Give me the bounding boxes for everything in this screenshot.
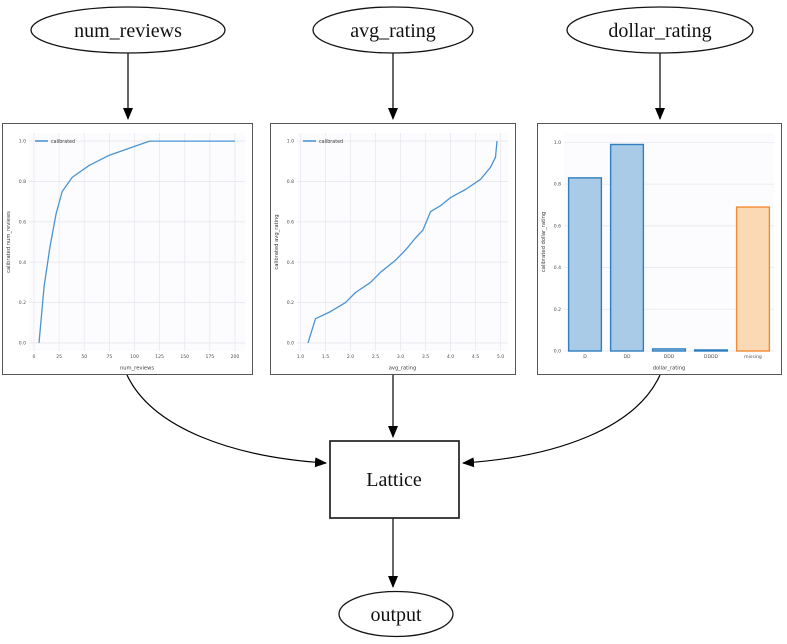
y-tick-label: 0.2 (19, 300, 26, 306)
x-tick-label: D (583, 354, 587, 360)
x-tick-label: 75 (106, 354, 112, 360)
num-reviews-calibration-chart: 0.0 0.2 0.4 0.6 0.8 1.0 0 25 50 75 100 125 150 175 200… (2, 123, 253, 375)
y-tick-label: 0.0 (287, 341, 294, 347)
y-tick-label: 0.8 (19, 179, 26, 185)
y-tick-label: 0.4 (287, 260, 294, 266)
y-tick-label: 0.8 (287, 179, 294, 185)
y-tick-label: 0.4 (19, 260, 26, 266)
x-tick-label: 2.0 (347, 354, 354, 360)
calibration-curve (307, 141, 498, 344)
x-tick-label: 1.5 (322, 354, 329, 360)
bar-missing (735, 206, 771, 352)
x-tick-label: DDD (664, 354, 675, 360)
avg-rating-node-label: avg_rating (350, 20, 436, 42)
y-axis-label: calibrated dollar_rating (541, 212, 547, 272)
x-tick-label: 2.5 (372, 354, 379, 360)
x-tick-label: DDDD (704, 354, 719, 360)
legend-label: calibrated (319, 139, 343, 145)
bar-DD (609, 143, 645, 352)
output-node (338, 590, 454, 638)
y-tick-label: 0.6 (287, 219, 294, 225)
x-tick-label: 3.5 (422, 354, 429, 360)
y-tick-label: 0.6 (19, 219, 26, 225)
lattice-node (329, 440, 460, 519)
y-tick-label: 0.4 (554, 265, 561, 271)
x-tick-label: 1.0 (297, 354, 304, 360)
y-tick-label: 0.0 (19, 341, 26, 347)
y-tick-label: 1.0 (19, 139, 26, 145)
x-tick-label: 5.0 (497, 354, 504, 360)
avg-rating-node (312, 6, 474, 54)
bar-D (567, 177, 603, 352)
y-tick-label: 0.8 (554, 182, 561, 188)
num-reviews-calibration-figure: 0.0 0.2 0.4 0.6 0.8 1.0 0 25 50 75 100 125 150 175 200… (6, 133, 245, 372)
x-tick-label: 4.0 (447, 354, 454, 360)
x-tick-label: 150 (180, 354, 189, 360)
edge-num-reviews-calibrator-to-lattice-arrow (126, 374, 327, 468)
edge-dollar-rating-calibrator-to-lattice-arrow (462, 374, 661, 468)
x-tick-label: 0 (33, 354, 36, 360)
lattice-node-label: Lattice (366, 469, 422, 491)
output-node-label: output (370, 604, 422, 626)
y-tick-label: 1.0 (287, 139, 294, 145)
x-tick-label: 175 (205, 354, 214, 360)
num-reviews-node (30, 6, 226, 54)
num-reviews-node-label: num_reviews (74, 20, 182, 42)
avg-rating-calibration-figure: 0.0 0.2 0.4 0.6 0.8 1.0 1.0 1.5 2.0 2.5 3.0 3.5 4.0 4… (274, 133, 508, 372)
y-tick-label: 0.2 (287, 300, 294, 306)
bar-DDD (651, 348, 687, 352)
x-tick-label: 50 (81, 354, 87, 360)
y-tick-label: 1.0 (554, 140, 561, 146)
bar-DDDD (693, 349, 729, 352)
x-axis-label: num_reviews (120, 366, 154, 372)
x-tick-label: 4.5 (472, 354, 479, 360)
x-tick-label: 125 (155, 354, 164, 360)
x-tick-label: DD (623, 354, 631, 360)
y-axis-label: calibrated avg_rating (274, 214, 280, 269)
avg-rating-calibration-chart: 0.0 0.2 0.4 0.6 0.8 1.0 1.0 1.5 2.0 2.5 3.0 3.5 4.0 4… (270, 123, 516, 375)
y-tick-label: 0.0 (554, 349, 561, 355)
y-axis-label: calibrated num_reviews (6, 211, 12, 273)
x-tick-label: missing (744, 354, 762, 360)
x-tick-label: 200 (231, 354, 240, 360)
legend-label: calibrated (51, 139, 75, 145)
x-axis-label: avg_rating (389, 366, 417, 372)
y-tick-label: 0.6 (554, 223, 561, 229)
plot-area (29, 133, 245, 351)
x-axis-label: dollar_rating (653, 366, 686, 372)
x-tick-label: 100 (130, 354, 139, 360)
x-tick-label: 25 (56, 354, 62, 360)
x-tick-label: 3.0 (397, 354, 404, 360)
dollar-rating-node-label: dollar_rating (608, 20, 711, 42)
calibration-curve (38, 140, 235, 343)
plot-area (297, 133, 508, 351)
dollar-rating-node (566, 6, 754, 54)
y-tick-label: 0.2 (554, 307, 561, 313)
